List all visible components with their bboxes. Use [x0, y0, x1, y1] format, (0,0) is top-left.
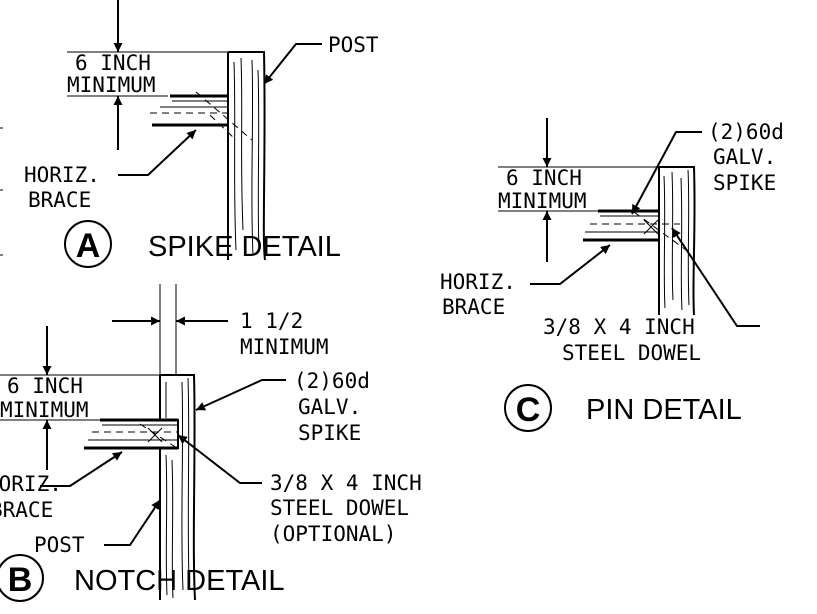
detail-a-horizontal-brace: [150, 94, 228, 127]
detail-b-letter-circle: [0, 554, 44, 602]
detail-c-dowel-leader: [671, 227, 760, 327]
detail-b-dowel-label-1: 3/8 X 4 INCH: [270, 471, 422, 495]
detail-a-letter-circle: [64, 220, 112, 268]
detail-b-post-leader: [104, 499, 161, 546]
detail-c-horizontal-brace: [583, 209, 680, 242]
detail-a-post: [227, 51, 266, 261]
detail-c-dowel-label-2: STEEL DOWEL: [562, 341, 701, 365]
detail-b-brace-label-1: HORIZ.: [0, 472, 62, 496]
detail-c-post: [658, 166, 696, 316]
detail-b-dimension-bottom-text: MINIMUM: [0, 398, 89, 422]
detail-c-spike-dash: [633, 211, 687, 251]
detail-c-title: PIN DETAIL: [586, 394, 742, 426]
detail-c-dowel-label-1: 3/8 X 4 INCH: [543, 315, 695, 339]
detail-a-post-label: POST: [328, 33, 379, 57]
detail-a-letter: A: [76, 227, 101, 265]
detail-c-dimension-top-text: 6 INCH: [506, 166, 582, 190]
detail-c-brace-leader: [530, 244, 611, 285]
detail-c-brace-label-2: BRACE: [442, 295, 505, 319]
detail-a-spike-line: [195, 91, 253, 141]
detail-c-six-inch-dimension: [498, 118, 659, 262]
detail-b: 1 1/2 MINIMUM 6 INCH MINIMUM (2)60d GALV…: [0, 284, 422, 602]
detail-a-brace-label-1: HORIZ.: [24, 163, 100, 187]
detail-a-title: SPIKE DETAIL: [148, 231, 341, 263]
detail-a-dimension-top-text: 6 INCH: [75, 51, 151, 75]
detail-a-spike-line-2: [209, 114, 237, 141]
detail-b-title: NOTCH DETAIL: [74, 565, 285, 597]
detail-c-spike-label-1: (2)60d: [708, 120, 784, 144]
detail-a-dimension-bottom-text: MINIMUM: [67, 73, 156, 97]
detail-a-six-inch-dimension: [67, 0, 228, 150]
detail-b-offset-top-text: 1 1/2: [240, 309, 303, 333]
detail-b-dimension-top-text: 6 INCH: [7, 374, 83, 398]
detail-c: 6 INCH MINIMUM (2)60d GALV. SPIKE HORIZ.…: [440, 118, 784, 432]
detail-b-horizontal-brace: [84, 418, 178, 450]
detail-a: 6 INCH MINIMUM POST HORIZ. BRACE A SPIKE…: [24, 0, 379, 268]
detail-c-letter-circle: [504, 384, 552, 432]
detail-b-six-inch-dimension: [0, 326, 160, 470]
detail-b-spike-label-2: GALV.: [298, 395, 361, 419]
detail-c-spike-label-2: GALV.: [713, 145, 776, 169]
detail-c-spike-x-2: [643, 219, 659, 235]
detail-b-spike-dash: [139, 423, 181, 451]
detail-b-dowel-label-2: STEEL DOWEL: [270, 496, 409, 520]
detail-a-brace-label-2: BRACE: [28, 188, 91, 212]
detail-b-post: [159, 374, 196, 601]
detail-a-post-leader: [263, 43, 322, 85]
detail-b-offset-bottom-text: MINIMUM: [240, 335, 329, 359]
detail-b-brace-label-2: BRACE: [0, 498, 53, 522]
detail-b-spike-x-2: [147, 427, 163, 443]
detail-b-spike-leader: [195, 379, 286, 411]
detail-c-spike-leader: [631, 131, 702, 215]
detail-c-dimension-bottom-text: MINIMUM: [498, 189, 587, 213]
detail-b-brace-leader: [40, 451, 123, 487]
detail-c-brace-label-1: HORIZ.: [440, 270, 516, 294]
detail-b-letter: B: [8, 561, 33, 599]
detail-b-spike-label-1: (2)60d: [294, 369, 370, 393]
detail-b-post-label: POST: [34, 533, 85, 557]
detail-b-dowel-label-3: (OPTIONAL): [270, 522, 396, 546]
detail-b-post-extension: [159, 284, 177, 375]
detail-c-spike-label-3: SPIKE: [713, 171, 776, 195]
detail-b-spike-label-3: SPIKE: [298, 421, 361, 445]
detail-c-letter: C: [516, 391, 541, 429]
detail-b-dowel-leader: [177, 434, 262, 484]
detail-a-brace-leader: [118, 129, 197, 176]
